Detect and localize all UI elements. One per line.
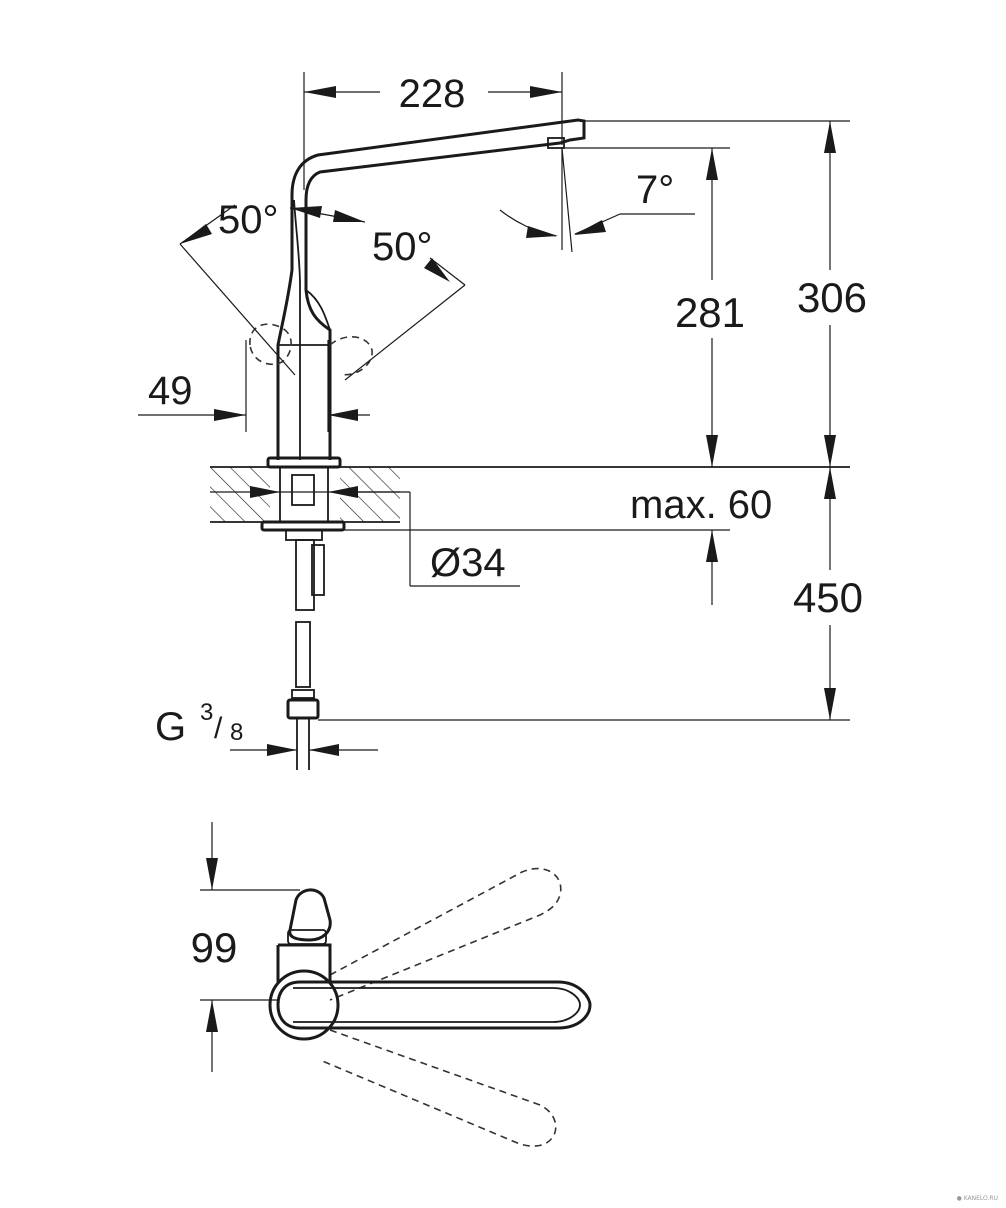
label-body-width: 49 xyxy=(148,369,193,413)
dimension-99 xyxy=(200,822,300,1072)
aerator xyxy=(547,137,565,149)
handle-joint xyxy=(305,289,331,331)
label-counter-thickness: max. 60 xyxy=(630,483,772,527)
handle-top xyxy=(288,888,332,942)
dimension-lines xyxy=(138,72,850,756)
label-spout-reach: 228 xyxy=(399,72,466,116)
base-flange xyxy=(266,456,342,469)
supply-hose xyxy=(286,539,325,770)
faucet-side-view xyxy=(266,118,586,469)
label-spout-tilt: 7° xyxy=(636,168,674,212)
label-handle-clearance: 99 xyxy=(191,924,238,971)
spout-ghost-left xyxy=(329,867,562,1001)
label-outlet-height: 281 xyxy=(675,289,745,336)
faucet-top-view xyxy=(268,867,592,1147)
label-hose-length: 450 xyxy=(793,574,863,621)
label-thread-num: 3 xyxy=(200,699,213,726)
label-thread-den: 8 xyxy=(230,719,243,746)
spout-ghost-right xyxy=(319,1029,557,1147)
neck-contour xyxy=(293,199,301,460)
label-thread-prefix: G xyxy=(155,705,186,749)
body-circle xyxy=(268,969,340,1041)
label-hole-diameter: Ø34 xyxy=(430,541,506,585)
label-total-height: 306 xyxy=(797,274,867,321)
spout-outline xyxy=(276,118,586,460)
spout-top xyxy=(276,980,592,1030)
svg-text:/: / xyxy=(214,712,223,745)
handle-ghosts-side xyxy=(249,323,373,376)
label-swivel-right: 50° xyxy=(372,225,433,269)
watermark: ● KANELO.RU xyxy=(956,1195,998,1202)
dimension-labels: 228 50° 50° 7° 281 306 49 max. 60 Ø34 45… xyxy=(148,72,867,971)
countertop-section xyxy=(210,466,850,541)
label-swivel-left: 50° xyxy=(218,198,279,242)
